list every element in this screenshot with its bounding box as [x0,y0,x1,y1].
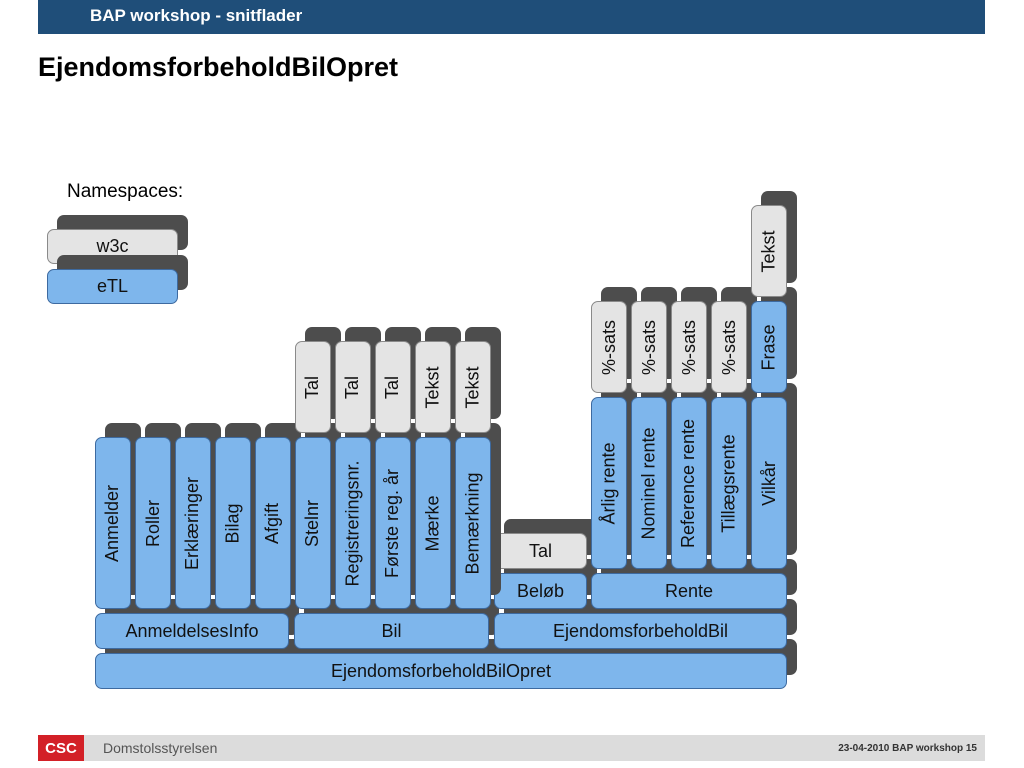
rente-type-3-label: %-sats [718,319,739,375]
vilkar-type-block-label: Tekst [758,229,779,273]
anmeldelsesinfo-block: AnmeldelsesInfo [95,599,299,649]
root-block-label: EjendomsforbeholdBilOpret [330,660,552,681]
rente-type-1: %-sats [631,287,677,393]
anmeldelses-child-4: Afgift [255,423,301,609]
rente-child-3: Tillægsrente [711,383,757,569]
bil-block-label: Bil [381,620,402,641]
bil-type-2: Tal [375,327,421,433]
belob-type-block-label: Tal [528,540,552,561]
bil-type-0: Tal [295,327,341,433]
rente-child-4: Vilkår [751,383,797,569]
rente-child-3-label: Tillægsrente [718,433,739,533]
namespace-w3c: w3c [47,215,188,264]
vilkar-type-block: Tekst [751,191,797,297]
anmeldelsesinfo-block-label: AnmeldelsesInfo [125,620,259,641]
ejendomsforbeholdbil-block-label: EjendomsforbeholdBil [552,620,729,641]
slide-title: EjendomsforbeholdBilOpret [38,52,399,82]
root-block: EjendomsforbeholdBilOpret [95,639,797,689]
bil-child-2: Første reg. år [375,423,421,609]
bil-child-0-label: Stelnr [302,499,323,547]
anmeldelses-child-1: Roller [135,423,181,609]
ejendomsforbeholdbil-block: EjendomsforbeholdBil [494,599,797,649]
bil-child-4: Bemærkning [455,423,501,609]
bil-type-4-label: Tekst [462,365,483,409]
bil-block: Bil [294,599,499,649]
namespace-w3c-label: w3c [96,236,129,256]
bil-child-2-label: Første reg. år [382,468,403,578]
bil-child-3-label: Mærke [422,494,443,552]
namespaces-label: Namespaces: [67,181,184,202]
rente-type-0: %-sats [591,287,637,393]
anmeldelses-child-0: Anmelder [95,423,141,609]
rente-type-2-label: %-sats [678,319,699,375]
rente-type-4-label: Frase [758,323,779,371]
bil-type-1: Tal [335,327,381,433]
belob-block-label: Beløb [516,580,565,601]
rente-type-1-label: %-sats [638,319,659,375]
anmeldelses-child-3: Bilag [215,423,261,609]
rente-child-0-label: Årlig rente [598,441,619,525]
rente-block-label: Rente [664,580,714,601]
bil-child-1-label: Registreringsnr. [342,459,363,587]
anmeldelses-child-1-label: Roller [142,499,163,547]
bil-type-2-label: Tal [382,375,403,399]
anmeldelses-child-3-label: Bilag [222,502,243,544]
rente-type-3: %-sats [711,287,757,393]
rente-child-1-label: Nominel rente [638,426,659,540]
header-bar: BAP workshop - snitflader [38,0,985,34]
csc-logo: CSC [38,735,84,761]
anmeldelses-child-2-label: Erklæringer [182,476,203,570]
belob-block: Beløb [494,559,597,609]
namespace-etl-label: eTL [96,276,129,296]
footer-organization: Domstolsstyrelsen [103,740,218,756]
rente-type-4: Frase [751,287,797,393]
rente-type-0-label: %-sats [598,319,619,375]
bil-type-4: Tekst [455,327,501,433]
bil-type-1-label: Tal [342,375,363,399]
rente-child-2-label: Reference rente [678,418,699,548]
rente-child-2: Reference rente [671,383,717,569]
rente-type-2: %-sats [671,287,717,393]
namespace-etl: eTL [47,255,188,304]
anmeldelses-child-2: Erklæringer [175,423,221,609]
belob-type-block: Tal [494,519,597,569]
footer-bar [38,735,985,761]
rente-block: Rente [591,559,797,609]
rente-child-4-label: Vilkår [758,460,779,506]
bil-child-3: Mærke [415,423,461,609]
anmeldelses-child-0-label: Anmelder [102,484,123,562]
bil-child-4-label: Bemærkning [462,471,483,575]
bil-type-3-label: Tekst [422,365,443,409]
bil-child-1: Registreringsnr. [335,423,381,609]
rente-child-0: Årlig rente [591,383,637,569]
anmeldelses-child-4-label: Afgift [262,502,283,544]
header-title: BAP workshop - snitflader [90,6,303,25]
bil-type-0-label: Tal [302,375,323,399]
rente-child-1: Nominel rente [631,383,677,569]
bil-type-3: Tekst [415,327,461,433]
footer-date-info: 23-04-2010 BAP workshop 15 [838,743,977,754]
bil-child-0: Stelnr [295,423,341,609]
